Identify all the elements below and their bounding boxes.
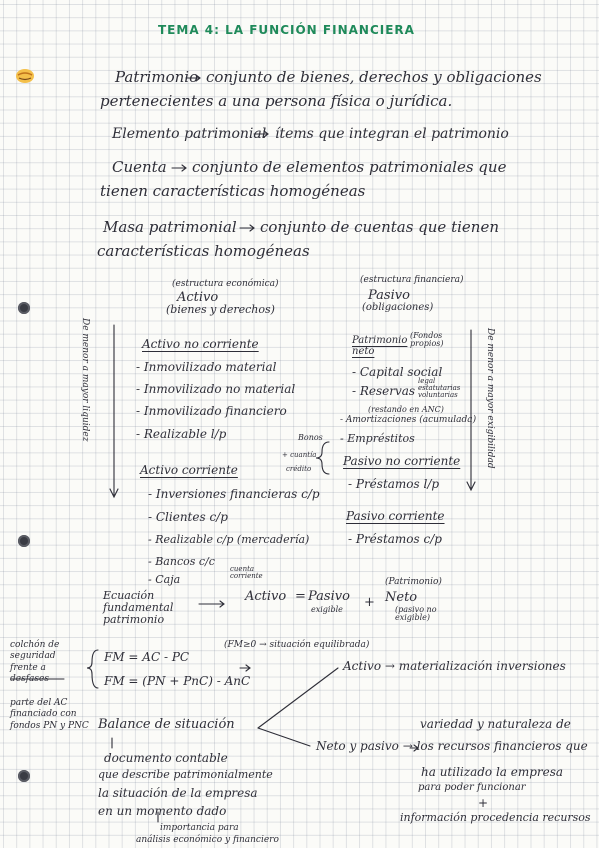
- anc-item: - Inmovilizado financiero: [136, 404, 287, 418]
- balance-pn-line: ha utilizado la empresa: [421, 765, 564, 779]
- equation-neto: Neto: [385, 590, 418, 605]
- equation-pasivo-note: exigible: [311, 605, 343, 614]
- anc-item: - Inmovilizado no material: [136, 382, 296, 396]
- pn-heading: Patrimonio neto: [352, 335, 408, 357]
- def-text: conjunto de cuentas que tienen: [260, 218, 499, 236]
- def-text: conjunto de elementos patrimoniales que: [192, 158, 507, 176]
- fm-condition: (FM≥0 → situación equilibrada): [224, 640, 370, 650]
- def-term: Elemento patrimonial: [112, 126, 267, 142]
- pnc-item: - Préstamos l/p: [348, 477, 440, 491]
- ac-item: - Inversiones financieras c/p: [148, 487, 320, 501]
- def-term: Masa patrimonial: [103, 218, 237, 236]
- balance-desc: que describe patrimonialmente: [98, 768, 273, 781]
- equation-lhs: Activo: [245, 589, 287, 604]
- balance-pn-line: Neto y pasivo → los recursos financieros…: [316, 739, 588, 753]
- def-text: pertenecientes a una persona física o ju…: [100, 92, 453, 110]
- balance-activo-line: Activo → materialización inversiones: [343, 659, 566, 673]
- page-title: TEMA 4: LA FUNCIÓN FINANCIERA: [158, 23, 415, 37]
- balance-pn-line: para poder funcionar: [418, 782, 526, 793]
- def-text: conjunto de bienes, derechos y obligacio…: [206, 68, 542, 86]
- equation-eq: =: [295, 589, 306, 604]
- ac-item: - Bancos c/c: [148, 555, 215, 568]
- def-term: Cuenta: [112, 158, 167, 176]
- balance-analysis: análisis económico y financiero: [136, 835, 279, 845]
- balance-variedad: variedad y naturaleza de: [420, 717, 571, 731]
- fm-left-note2: parte del AC financiado con fondos PN y …: [10, 698, 89, 731]
- pc-heading: Pasivo corriente: [346, 509, 445, 523]
- pn-item: - Reservas: [352, 384, 416, 398]
- activo-sub: (bienes y derechos): [166, 303, 275, 316]
- balance-importance: importancia para: [160, 823, 239, 833]
- def-text: tienen características homogéneas: [100, 182, 366, 200]
- pasivo-sub: (obligaciones): [362, 302, 434, 313]
- binder-hole-icon: [18, 770, 30, 782]
- lightning-emoji-icon: [16, 69, 34, 83]
- plus-sign: +: [478, 796, 489, 810]
- binder-hole-icon: [18, 302, 30, 314]
- bonos-note: crédito: [286, 465, 312, 473]
- def-text: características homogéneas: [97, 242, 310, 260]
- anc-heading: Activo no corriente: [142, 337, 259, 351]
- def-term: Patrimonio: [115, 68, 199, 86]
- equation-pasivo: Pasivo: [308, 589, 350, 604]
- activo-heading: Activo: [177, 290, 219, 305]
- pn-item: - Capital social: [352, 365, 443, 379]
- caja-note: cuenta corriente: [230, 565, 263, 580]
- bonos-note: + cuantía: [282, 451, 317, 459]
- balance-info: información procedencia recursos: [400, 811, 591, 824]
- bonos-note: Bonos: [298, 433, 323, 442]
- pasivo-structure: (estructura financiera): [360, 275, 464, 285]
- pc-item: - Préstamos c/p: [348, 532, 442, 546]
- fm-formula: FM = (PN + PnC) - AnC: [104, 674, 251, 688]
- pn-item: - Empréstitos: [340, 432, 415, 445]
- pnc-heading: Pasivo no corriente: [343, 454, 461, 468]
- fm-formula: FM = AC - PC: [104, 650, 190, 664]
- pasivo-heading: Pasivo: [368, 288, 410, 303]
- pn-item: - Amortizaciones (acumulada): [340, 415, 477, 425]
- ac-item: - Realizable c/p (mercadería): [148, 533, 310, 546]
- equation-label: Ecuación fundamental patrimonio: [103, 589, 174, 627]
- balance-doc: documento contable: [104, 751, 228, 765]
- anc-item: - Inmovilizado material: [136, 360, 277, 374]
- def-text: ítems que integran el patrimonio: [275, 126, 509, 142]
- anc-item: - Realizable l/p: [136, 427, 227, 441]
- equation-neto-bottom: (pasivo no exigible): [395, 605, 437, 622]
- reservas-note: legal estatutarias voluntarias: [418, 377, 461, 399]
- balance-heading: Balance de situación: [98, 717, 235, 732]
- ac-item: - Caja: [148, 573, 181, 586]
- balance-desc: en un momento dado: [98, 804, 227, 818]
- ac-heading: Activo corriente: [140, 463, 238, 477]
- activo-structure: (estructura económica): [172, 279, 279, 289]
- balance-desc: la situación de la empresa: [98, 786, 258, 800]
- pn-item: (restando en ANC): [368, 405, 444, 414]
- binder-hole-icon: [18, 535, 30, 547]
- equation-neto-top: (Patrimonio): [385, 577, 442, 587]
- pn-note: (Fondos propios): [410, 331, 444, 348]
- ac-item: - Clientes c/p: [148, 510, 228, 524]
- equation-plus: +: [364, 595, 375, 610]
